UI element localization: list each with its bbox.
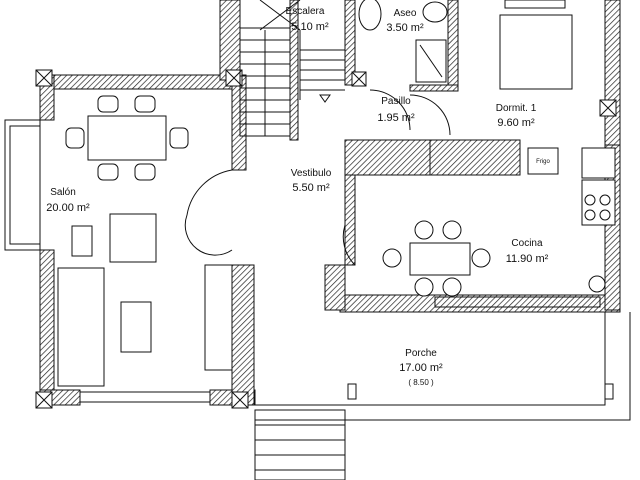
room-area-porche: 17.00 m² xyxy=(399,362,443,374)
room-area-dormit1: 9.60 m² xyxy=(497,117,535,129)
salon-furniture xyxy=(57,95,233,387)
room-area-aseo: 3.50 m² xyxy=(386,22,424,34)
porch xyxy=(254,312,631,480)
room-name-aseo: Aseo xyxy=(394,8,417,19)
room-area-escalera: 5.10 m² xyxy=(291,21,329,33)
room-area-vestibulo: 5.50 m² xyxy=(292,182,330,194)
room-name-salon: Salón xyxy=(50,187,76,198)
room-name-cocina: Cocina xyxy=(511,238,543,249)
room-name-escalera: Escalera xyxy=(286,6,325,17)
room-name-pasillo: Pasillo xyxy=(381,96,411,107)
room-name-vestibulo: Vestibulo xyxy=(291,168,332,179)
columns xyxy=(35,69,617,409)
room-name-porche: Porche xyxy=(405,348,437,359)
fixtures xyxy=(358,0,616,293)
room-area-salon: 20.00 m² xyxy=(46,202,90,214)
bay-window xyxy=(4,119,601,403)
room-area-pasillo: 1.95 m² xyxy=(377,112,415,124)
fixture-label-frigo: Frigo xyxy=(536,159,550,165)
staircase xyxy=(239,0,345,137)
room-name-dormit1: Dormit. 1 xyxy=(496,103,537,114)
kitchen-table xyxy=(382,220,491,297)
doors xyxy=(184,89,451,266)
room-note-porche: ( 8.50 ) xyxy=(408,378,434,387)
room-area-cocina: 11.90 m² xyxy=(506,253,549,265)
